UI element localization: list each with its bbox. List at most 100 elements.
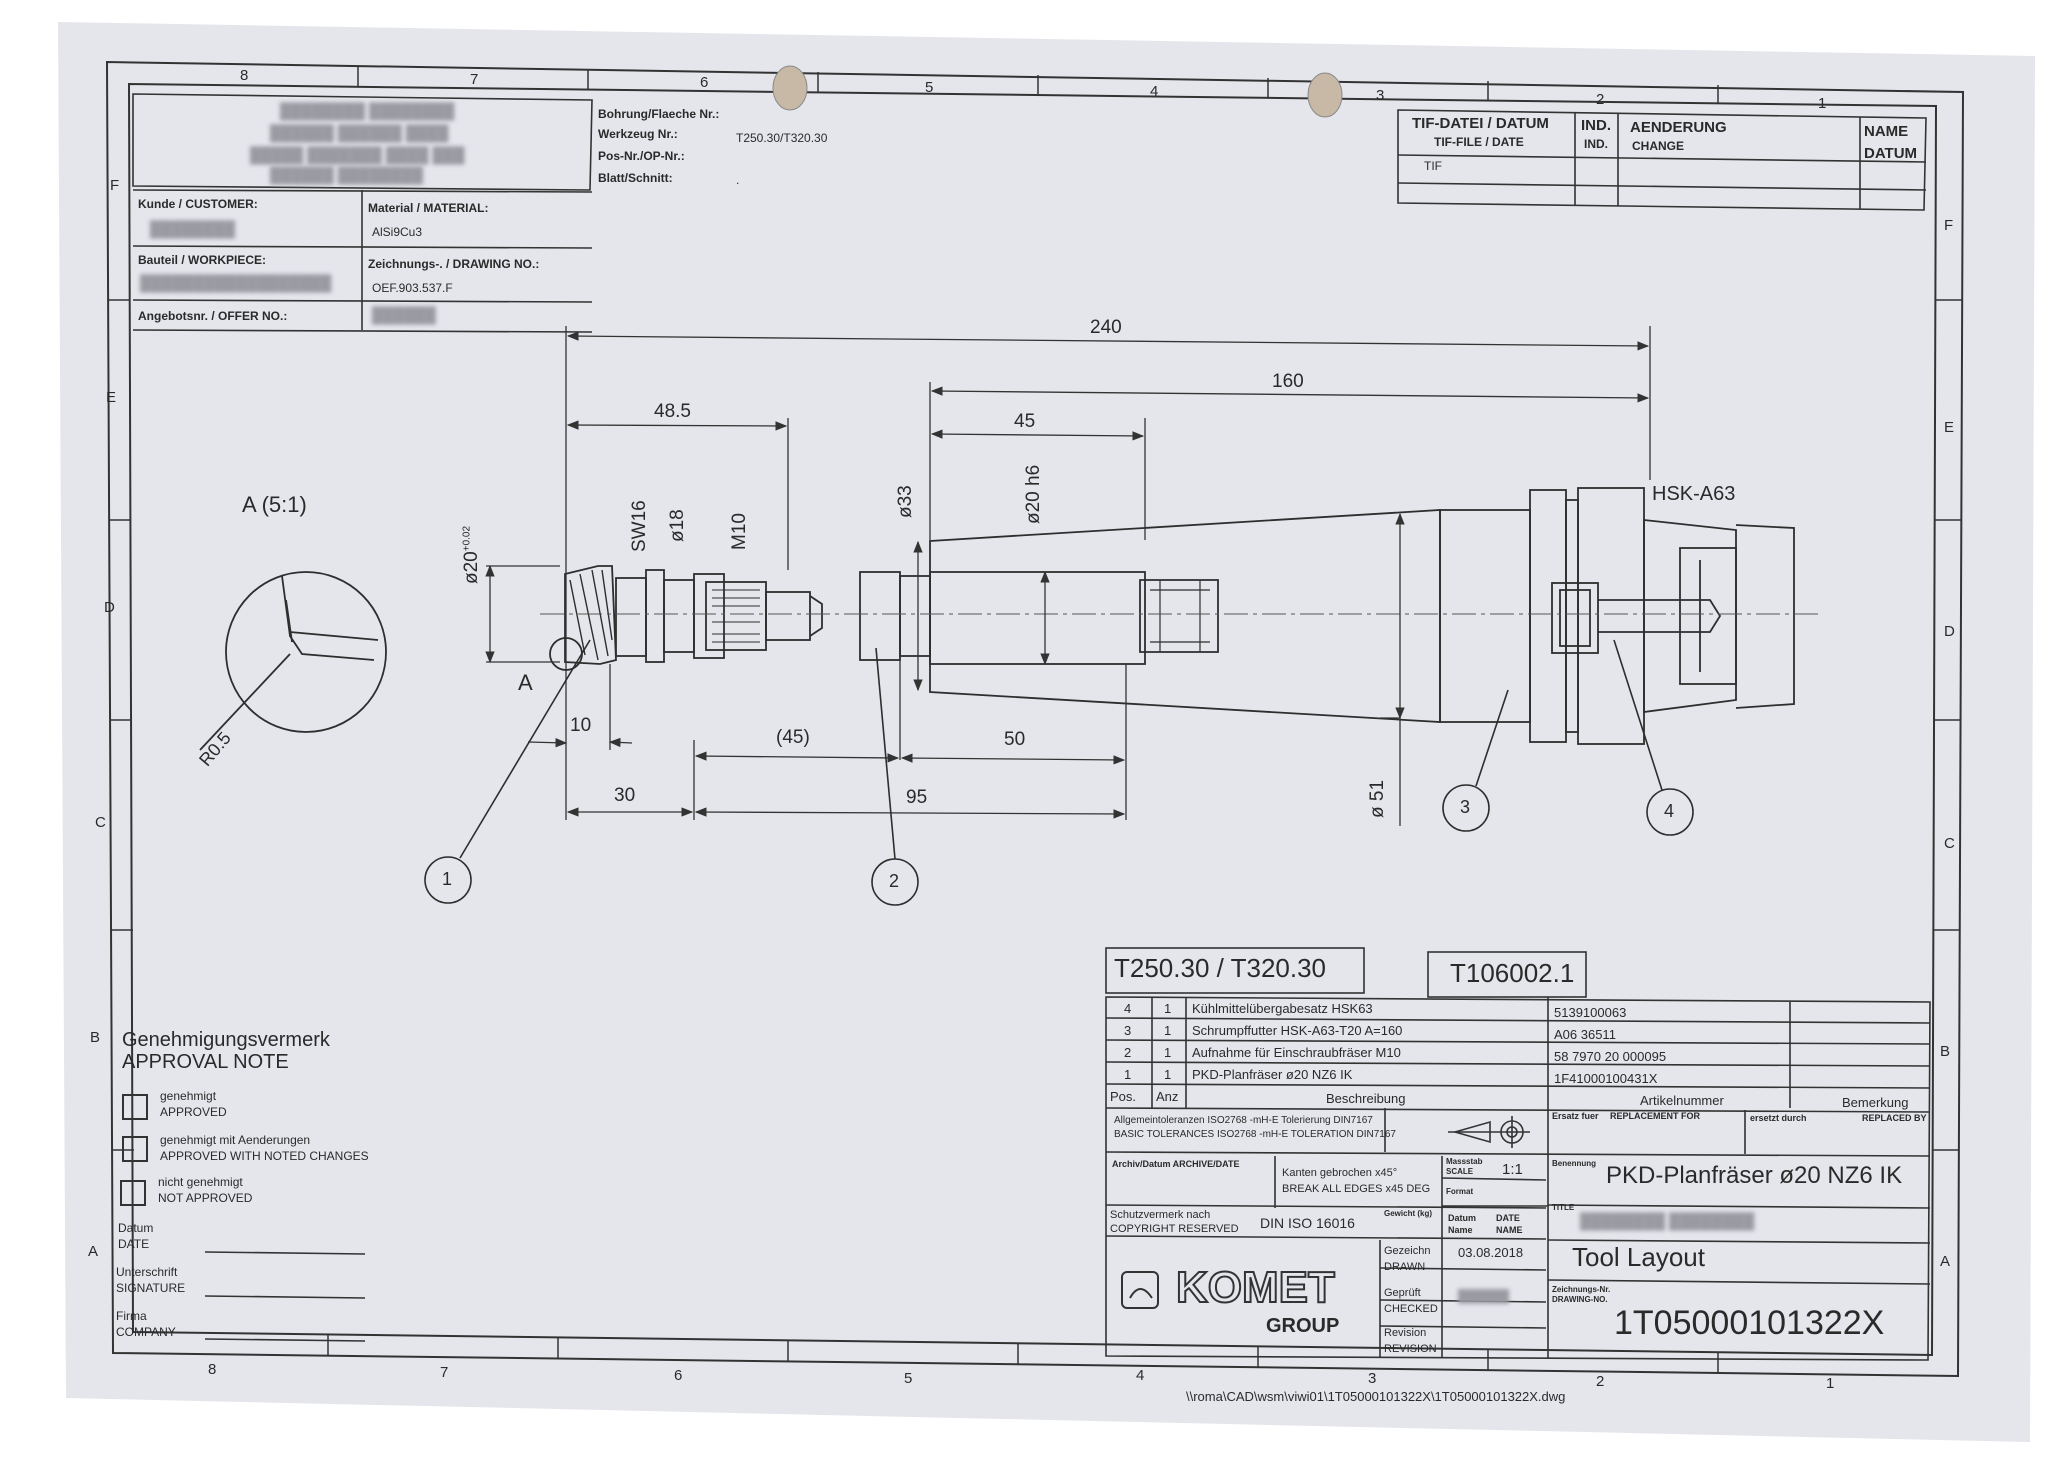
tolerance-de: Allgemeintoleranzen ISO2768 -mH-E Toleri… [1114,1115,1373,1126]
dim-95: 95 [906,787,928,808]
col-pos: Pos. [1110,1089,1137,1104]
zone-col-8-bottom: 8 [208,1361,217,1378]
col-remark: Bemerkung [1842,1095,1909,1110]
material-value: AlSi9Cu3 [372,225,423,239]
zone-row-a-left: A [88,1243,99,1260]
dim-dia51: ø 51 [1367,779,1388,818]
zone-row-a-right: A [1940,1253,1951,1270]
approved-with-changes-checkbox[interactable] [122,1136,148,1162]
zone-col-1-top: 1 [1818,95,1827,112]
dim-240: 240 [1090,317,1122,338]
balloon-1: 1 [442,869,453,889]
not-approved-checkbox[interactable] [120,1180,146,1206]
dim-dia18: ø18 [667,509,688,542]
title-line2-blurred: ████████ ████████ [1580,1213,1755,1230]
title-value: PKD-Planfräser ø20 NZ6 IK [1606,1162,1903,1189]
company-address-blurred: ████████ ████████ [280,103,455,120]
drawn-en: DRAWN [1384,1261,1426,1273]
zone-ticks [108,66,1962,1373]
date-col-de: Datum [1448,1213,1477,1223]
company-address-blurred-4: ██████ ████████ [270,167,423,184]
offer-value-blurred: ██████ [372,307,436,324]
tif-label-de: TIF-DATEI / DATUM [1412,115,1549,132]
datum-label: DATUM [1864,145,1918,162]
approved-checkbox[interactable] [122,1094,148,1120]
werkzeug-label: Werkzeug Nr.: [598,127,678,141]
punch-hole-left [772,65,808,111]
zone-col-4-bottom: 4 [1136,1367,1145,1384]
benennung-label: Benennung [1552,1159,1596,1168]
balloon-3: 3 [1460,797,1471,817]
subtitle: Tool Layout [1572,1242,1705,1272]
ersatz-de: Ersatz fuer [1552,1111,1599,1121]
drawn-date: 03.08.2018 [1458,1245,1524,1260]
dim-50: 50 [1004,729,1026,750]
zone-col-7-top: 7 [470,71,479,88]
dim-160: 160 [1272,371,1304,392]
approval-title-en: APPROVAL NOTE [122,1051,289,1073]
zone-row-b-right: B [1940,1043,1951,1060]
balloon-leaders [424,639,1694,906]
ersetzt-en: REPLACED BY [1862,1113,1927,1123]
checked-name-blurred: ██████ [1458,1289,1510,1303]
pos-label: Pos-Nr./OP-Nr.: [598,149,685,163]
format-label: Format [1446,1187,1474,1196]
komet-logo-mark [1121,1271,1159,1309]
checked-en: CHECKED [1384,1303,1438,1315]
signature-label-de: Unterschrift [116,1265,178,1279]
not-approved-label-de: nicht genehmigt [158,1175,243,1189]
zone-row-c-right: C [1944,835,1955,852]
dim-sw16: SW16 [629,500,650,552]
archive-label: Archiv/Datum ARCHIVE/DATE [1112,1159,1240,1169]
tolerance-en: BASIC TOLERANCES ISO2768 -mH-E TOLERATIO… [1114,1129,1396,1140]
approved-changes-label-de: genehmigt mit Aenderungen [160,1133,311,1147]
dim-dia33: ø33 [895,485,916,518]
werkzeug-value: T250.30/T320.30 [736,131,828,145]
checked-de: Geprüft [1384,1287,1421,1299]
part-2-pos: 2 [1124,1045,1132,1060]
ind-label: IND. [1581,117,1611,134]
part-2-desc: Aufnahme für Einschraubfräser M10 [1192,1045,1401,1060]
drawing-no-label-en: DRAWING-NO. [1552,1295,1608,1304]
file-path: \\roma\CAD\wsm\viwi01\1T05000101322X\1T0… [1186,1389,1566,1404]
company-address-blurred-2: ██████ ██████ ████ [270,125,449,142]
change-label-de: AENDERUNG [1630,119,1727,136]
zone-row-c-left: C [95,814,106,831]
part-2-article: 58 7970 20 000095 [1554,1049,1667,1064]
dim-45: 45 [1014,411,1036,432]
part-2-qty: 1 [1164,1045,1172,1060]
scale-en: SCALE [1446,1167,1474,1176]
reference-number: T106002.1 [1450,958,1575,988]
col-anz: Anz [1156,1089,1179,1104]
company-label-en: COMPANY [116,1325,176,1339]
dim-10: 10 [570,715,592,736]
drawing-number: 1T05000101322X [1614,1304,1885,1342]
part-3-pos: 3 [1124,1023,1132,1038]
revision-de: Revision [1384,1327,1427,1339]
zone-row-b-left: B [90,1029,101,1046]
detail-view-label: A (5:1) [242,492,307,517]
zone-col-6-top: 6 [700,74,709,91]
zone-col-3-bottom: 3 [1368,1370,1377,1387]
zone-col-8-top: 8 [240,67,249,84]
drawn-de: Gezeichn [1384,1245,1431,1257]
dim-dia20-tol: ø20+0.02 [461,526,482,584]
company-address-blurred-3: █████ ███████ ████ ███ [250,147,465,164]
balloon-4: 4 [1664,801,1675,821]
name-col-en: NAME [1496,1225,1523,1235]
part-4-qty: 1 [1164,1001,1172,1016]
part-4-desc: Kühlmittelübergabesatz HSK63 [1192,1001,1373,1016]
detail-marker-a: A [518,670,533,695]
punch-hole-right [1307,72,1343,118]
not-approved-label-en: NOT APPROVED [158,1191,253,1205]
title-label: TITLE [1552,1203,1575,1212]
komet-logo-text: KOMET [1175,1263,1336,1312]
change-label-en: CHANGE [1632,139,1685,153]
dimension-lines [485,326,1651,826]
customer-value-blurred: ████████ [150,221,236,238]
zone-col-6-bottom: 6 [674,1367,683,1384]
tool-numbers: T250.30 / T320.30 [1114,953,1327,983]
workpiece-label: Bauteil / WORKPIECE: [138,253,267,267]
workpiece-value-blurred: ██████████████████ [140,275,332,292]
bohrung-label: Bohrung/Flaeche Nr.: [598,107,720,121]
